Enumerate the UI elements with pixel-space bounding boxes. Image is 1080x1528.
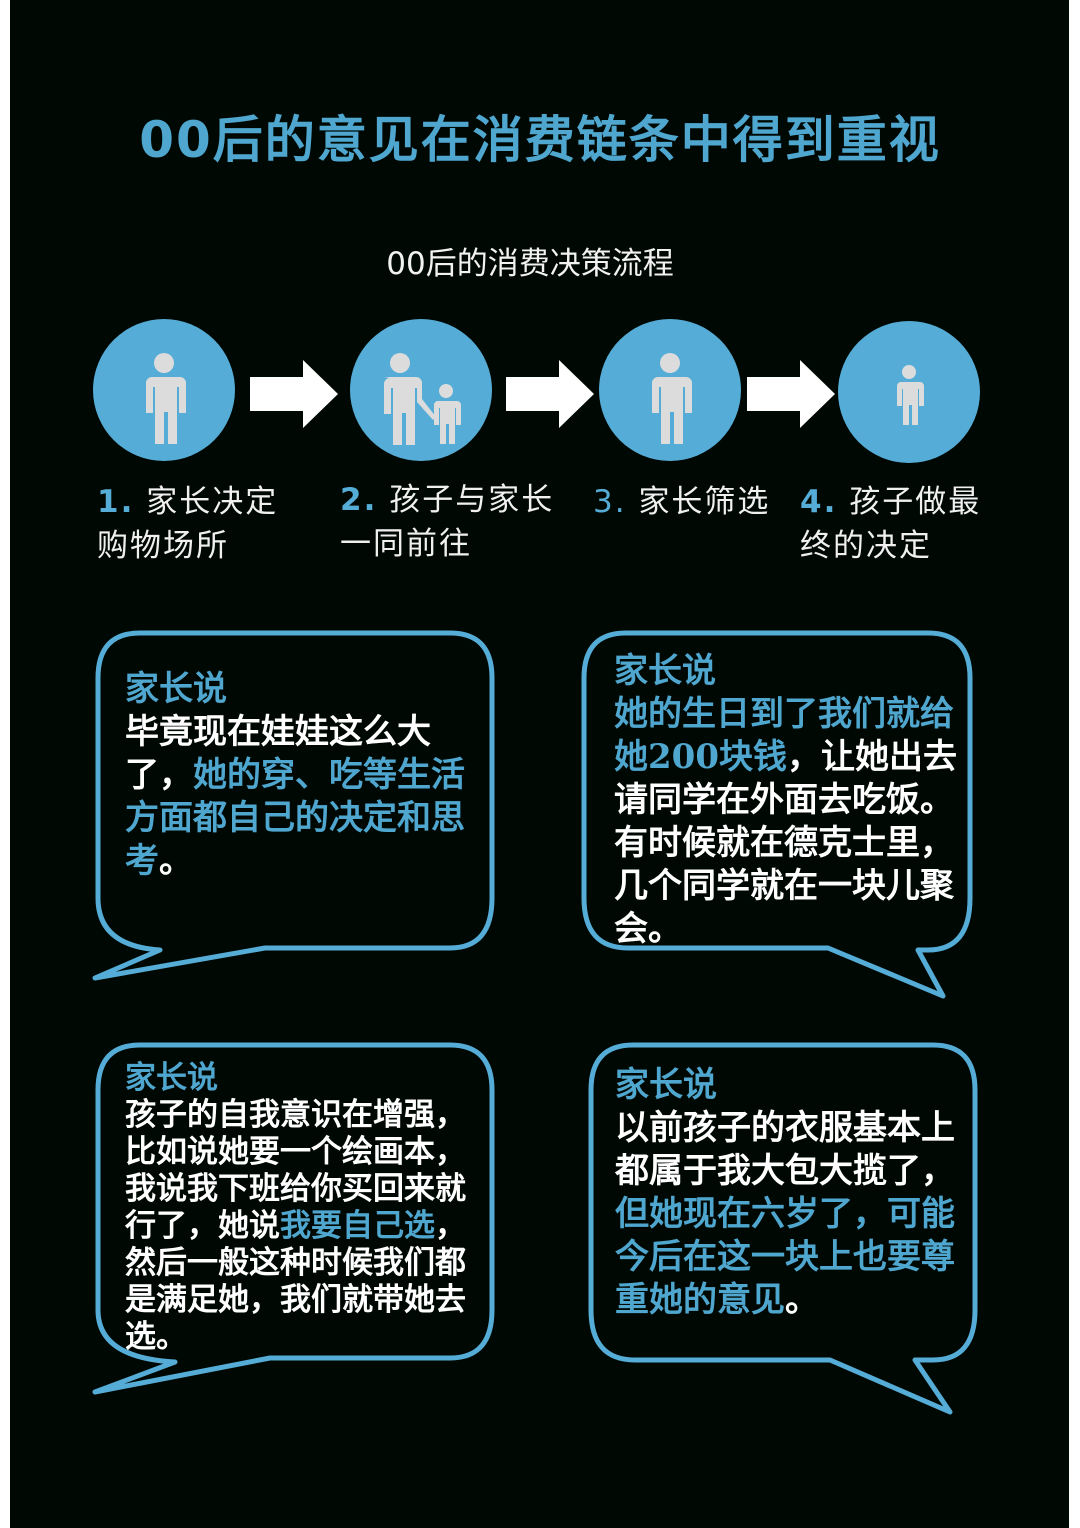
adult-icon xyxy=(652,353,692,444)
quote-text-3: 家长说 孩子的自我意识在增强，比如说她要一个绘画本，我说我下班给你买回来就行了，… xyxy=(125,1060,466,1355)
step-3-circle xyxy=(599,319,741,461)
step-1-circle xyxy=(93,319,235,461)
arrow-right-icon xyxy=(506,360,594,428)
quote-text-2: 家长说 她的生日到了我们就给她200块钱，让她出去请同学在外面去吃饭。有时候就在… xyxy=(614,651,957,949)
step-4-circle xyxy=(838,321,980,463)
step-2-label: 2. 孩子与家长 一同前往 xyxy=(340,482,555,562)
child-icon xyxy=(897,365,924,425)
adult-and-child-icon xyxy=(384,353,461,445)
speech-bubble-icon xyxy=(92,630,495,981)
quote-bubble-2: 家长说 她的生日到了我们就给她200块钱，让她出去请同学在外面去吃饭。有时候就在… xyxy=(578,628,978,1003)
step-1-label: 1. 家长决定 购物场所 xyxy=(97,484,279,564)
step-3-label: 3. 家长筛选 xyxy=(593,484,771,520)
speech-bubble-icon xyxy=(581,630,973,999)
step-4-label: 4. 孩子做最 终的决定 xyxy=(800,484,982,564)
quote-text-4: 家长说 以前孩子的衣服基本上都属于我大包大揽了，但她现在六岁了，可能今后在这一块… xyxy=(615,1065,955,1320)
page-title: 00后的意见在消费链条中得到重视 xyxy=(139,111,941,169)
quote-text-1: 家长说 毕竟现在娃娃这么大了，她的穿、吃等生活方面都自己的决定和思考。 xyxy=(125,669,465,881)
adult-icon xyxy=(146,353,186,444)
speech-bubble-icon xyxy=(92,1042,495,1395)
quote-bubble-3: 家长说 孩子的自我意识在增强，比如说她要一个绘画本，我说我下班给你买回来就行了，… xyxy=(90,1040,500,1400)
arrow-right-icon xyxy=(747,360,835,428)
arrow-right-icon xyxy=(250,360,338,428)
quote-bubble-4: 家长说 以前孩子的衣服基本上都属于我大包大揽了，但她现在六岁了，可能今后在这一块… xyxy=(585,1040,985,1420)
flow-subtitle: 00后的消费决策流程 xyxy=(386,246,674,282)
speech-bubble-icon xyxy=(588,1042,978,1415)
quote-bubble-1: 家长说 毕竟现在娃娃这么大了，她的穿、吃等生活方面都自己的决定和思考。 xyxy=(90,628,500,988)
step-2-circle xyxy=(350,319,492,461)
